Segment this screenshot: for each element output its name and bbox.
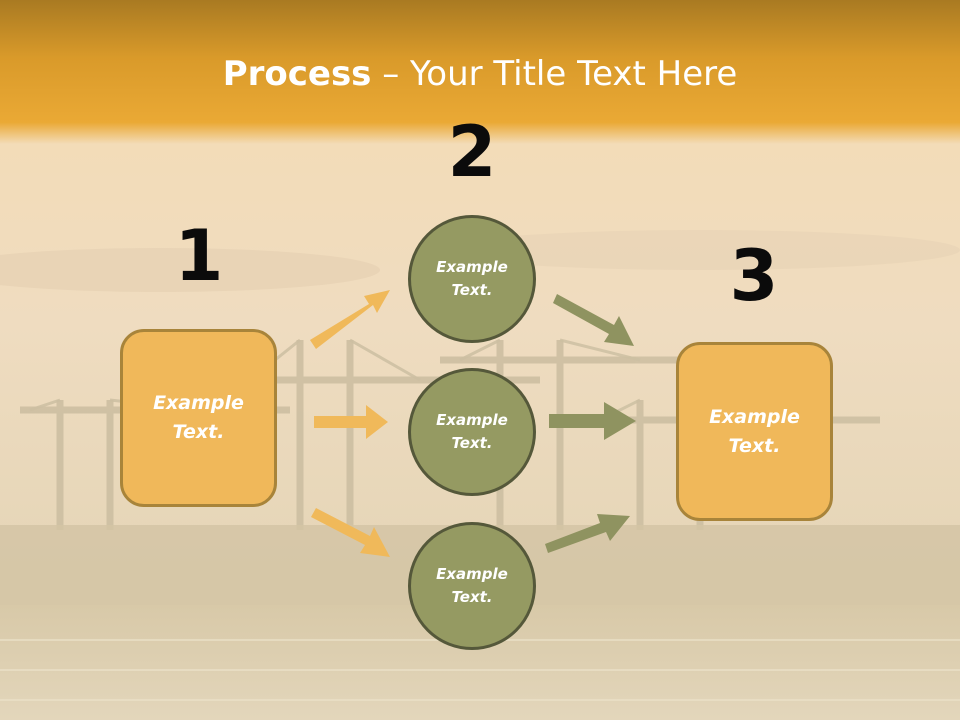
step-number-3: 3: [729, 235, 779, 317]
arrow-1-to-middle: [314, 405, 388, 439]
step-number-2: 2: [447, 111, 497, 193]
title-bold: Process: [222, 54, 372, 94]
right-arrow-icon: [549, 402, 636, 440]
step-3-text-line2: Text.: [728, 434, 781, 457]
arrow-top-to-3: [553, 294, 634, 346]
arrow-bottom-to-3: [545, 514, 630, 553]
right-arrow-icon: [545, 514, 630, 553]
circle-top-text-line1: Example: [436, 258, 508, 276]
circle-middle-text-line1: Example: [436, 411, 508, 429]
right-arrow-icon: [314, 405, 388, 439]
step-3-text-line1: Example: [709, 405, 800, 428]
circle-bottom-text-line2: Text.: [451, 588, 493, 606]
right-arrow-icon: [553, 294, 634, 346]
arrow-1-to-bottom: [311, 508, 390, 557]
right-arrow-icon: [310, 290, 390, 349]
circle-bottom-text-line1: Example: [436, 565, 508, 583]
step-1-text-line1: Example: [153, 392, 244, 414]
arrow-1-to-top: [310, 290, 390, 349]
circle-middle-text-line2: Text.: [451, 434, 493, 452]
arrow-middle-to-3: [549, 402, 636, 440]
step-1-box[interactable]: Example Text.: [120, 329, 277, 507]
slide-title: Process – Your Title Text Here: [0, 52, 960, 96]
step-2-circle-middle[interactable]: Example Text.: [408, 368, 536, 496]
circle-top-text-line2: Text.: [451, 281, 493, 299]
title-rest: – Your Title Text Here: [371, 54, 738, 94]
step-2-circle-bottom[interactable]: Example Text.: [408, 522, 536, 650]
step-2-circle-top[interactable]: Example Text.: [408, 215, 536, 343]
step-1-text-line2: Text.: [172, 421, 225, 443]
step-number-1: 1: [174, 215, 224, 297]
step-3-box[interactable]: Example Text.: [676, 342, 833, 521]
right-arrow-icon: [311, 508, 390, 557]
